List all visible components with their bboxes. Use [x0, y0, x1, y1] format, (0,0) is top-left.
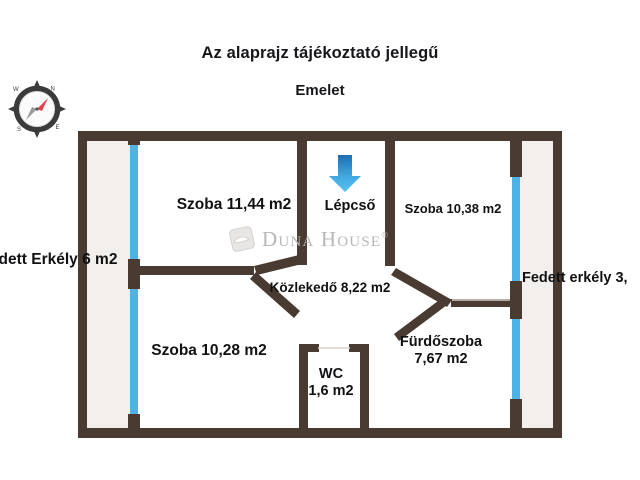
room-label-lepcso: Lépcső [324, 198, 376, 214]
floor-subtitle: Emelet [295, 82, 345, 99]
page-title: Az alaprajz tájékoztató jellegű [201, 44, 439, 62]
wall-bottom-outer [78, 428, 562, 438]
compass-label-north: N [51, 87, 55, 93]
window-right-lower [512, 319, 520, 399]
wall-wc-right [360, 344, 369, 432]
window-left-lower [130, 289, 138, 414]
room-label-kozlekedo: Közlekedő 8,22 m2 [269, 280, 391, 295]
compass-label-south: S [17, 127, 21, 133]
wall-stairs-bedroom2 [385, 136, 395, 266]
wall-hall-bath-right [451, 299, 516, 307]
window-left-upper [130, 145, 138, 259]
room-label-balcony-right: Fedett erkély 3, [522, 270, 628, 286]
room-label-balcony-left: dett Erkély 6 m2 [0, 251, 118, 268]
room-label-szoba-1: Szoba 11,44 m2 [176, 196, 292, 213]
room-label-wc-name: WC [318, 366, 344, 382]
wall-left-interior-top-stub [128, 131, 140, 145]
room-label-furdoszoba-area: 7,67 m2 [414, 351, 468, 368]
walls-group [78, 131, 562, 438]
balcony-left-floor [84, 140, 131, 428]
compass-label-west: W [13, 87, 19, 93]
window-right-upper [512, 177, 520, 281]
interior-floor [139, 140, 511, 432]
wall-right-outer [553, 131, 562, 438]
wall-top-outer [78, 131, 562, 141]
wall-bedroom1-hall [134, 266, 254, 275]
wall-bedroom1-stairs [297, 136, 307, 265]
door-openings-group [318, 299, 510, 349]
wall-right-interior-top-stub [510, 131, 522, 177]
down-arrow-icon [329, 155, 361, 192]
compass-label-east: E [56, 125, 60, 131]
balcony-right-floor [520, 137, 558, 437]
wall-hall-angle-upper-right [391, 268, 452, 307]
wall-wc-top-left-stub [299, 344, 319, 352]
room-label-wc: WC 1,6 m2 [308, 366, 353, 400]
room-label-furdoszoba: Fürdőszoba 7,67 m2 [400, 334, 482, 368]
windows-group [130, 145, 520, 414]
room-label-furdoszoba-name: Fürdőszoba [399, 334, 483, 350]
wall-hall-angle-lower-left [250, 272, 300, 318]
wall-wc-top-right-stub [349, 344, 369, 352]
room-label-wc-area: 1,6 m2 [308, 383, 354, 400]
room-label-szoba-2: Szoba 10,38 m2 [404, 201, 502, 216]
room-label-szoba-3: Szoba 10,28 m2 [151, 342, 267, 359]
wall-left-outer [78, 131, 87, 438]
wall-wc-left [299, 344, 308, 432]
compass-rose-icon: N E S W [6, 78, 68, 140]
wall-left-interior-bottom-stub [128, 414, 140, 438]
wall-hall-angle-lower-right [394, 298, 447, 341]
wall-right-interior-bottom-stub [510, 399, 522, 438]
wall-hall-angle-upper-left [254, 255, 302, 275]
